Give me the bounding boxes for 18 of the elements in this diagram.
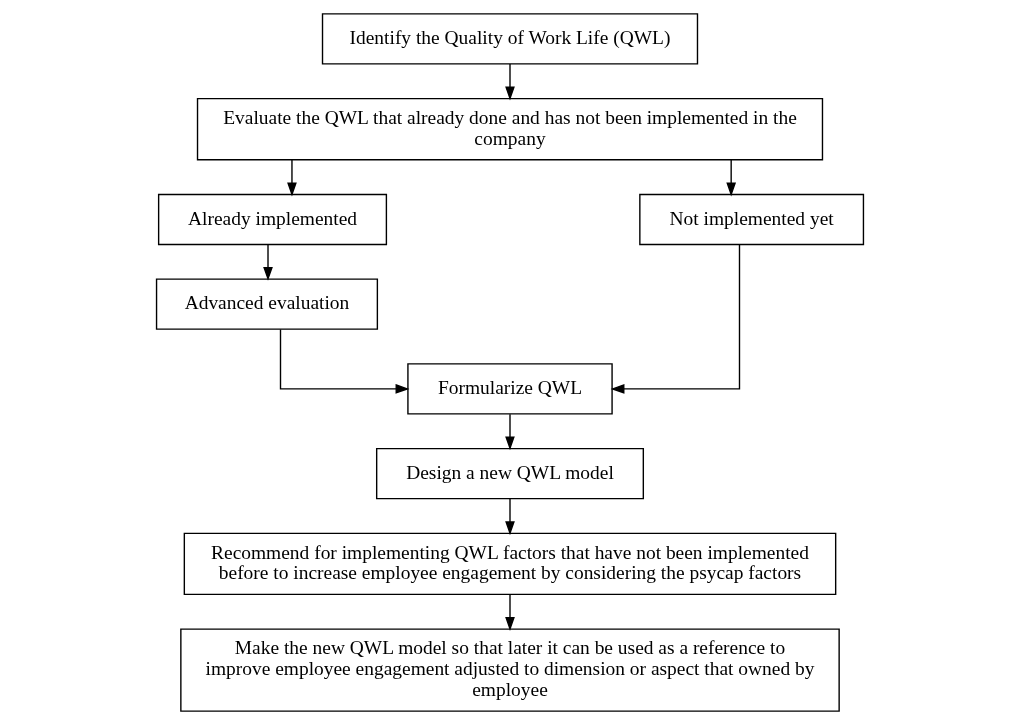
arrow (504, 498, 515, 536)
arrow (504, 63, 515, 101)
arrow (286, 159, 297, 197)
arrow (279, 328, 409, 394)
node-box: Formularize QWL (406, 363, 613, 415)
arrow (504, 593, 515, 631)
arrow (610, 243, 740, 394)
node-box: Advanced evaluation (155, 278, 378, 330)
node-box: Recommend for implementing QWL factors that have not been implemented before to increase employee engagement by considering the psycap factors (183, 532, 836, 596)
arrow (504, 413, 515, 451)
node-box: Identify the Quality of Work Life (QWL) (321, 13, 698, 65)
node-box: Make the new QWL model so that later it can be used as a reference to improve employee engagement adjusted to dimension or aspect that owned by employee (179, 628, 840, 712)
node-box: Not implemented yet (638, 193, 864, 246)
arrow (262, 244, 273, 281)
arrow (725, 159, 736, 197)
node-box: Evaluate the QWL that already done and has not been implemented in the company (196, 97, 823, 161)
node-box: Design a new QWL model (375, 447, 644, 500)
node-box: Already implemented (157, 193, 387, 246)
